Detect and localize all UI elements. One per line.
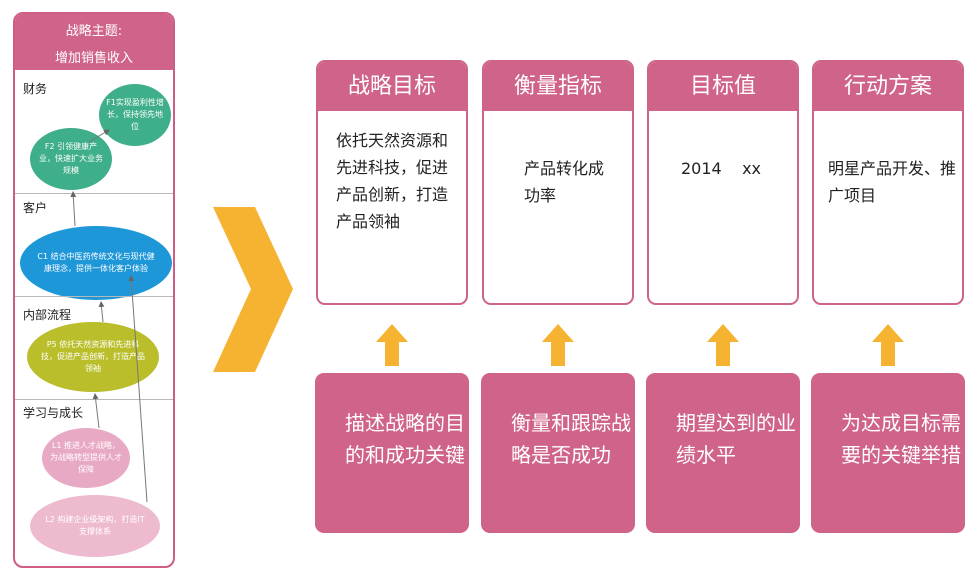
- arrow-l1-to-p5: [92, 393, 100, 429]
- arrow-f2-to-f1: [88, 129, 110, 143]
- section-customer-label: 客户: [23, 201, 48, 215]
- up-arrow-icon: [707, 324, 739, 366]
- up-arrow-icon: [872, 324, 904, 366]
- arrow-p5-to-c1: [98, 301, 105, 323]
- goal-c1: C1 结合中医药传统文化与现代健康理念，提供一体化客户体验: [20, 226, 172, 300]
- column-content: 2014 xx: [681, 159, 761, 178]
- up-arrow-icon: [542, 324, 574, 366]
- section-finance-label: 财务: [23, 82, 48, 96]
- column-measure: 衡量指标 产品转化成功率: [482, 60, 634, 305]
- goal-f2: F2 引领健康产业，快速扩大业务规模: [30, 128, 112, 190]
- strategy-map: 战略主题: 增加销售收入 财务 F1实现盈利性增长，保持领先地位 F2 引领健康…: [13, 12, 175, 568]
- section-finance: 财务: [15, 70, 173, 206]
- description-action-plan: 为达成目标需要的关键举措: [811, 373, 965, 533]
- arrow-l2-to-c1: [128, 275, 148, 503]
- column-strategic-objective: 战略目标 依托天然资源和先进科技，促进产品创新，打造产品领袖: [316, 60, 468, 305]
- goal-c1-text: C1 结合中医药传统文化与现代健康理念，提供一体化客户体验: [37, 252, 155, 273]
- column-header: 衡量指标: [484, 62, 632, 111]
- goal-f1: F1实现盈利性增长，保持领先地位: [99, 84, 171, 146]
- column-header: 目标值: [649, 62, 797, 111]
- goal-p5-text: P5 依托天然资源和先进科技，促进产品创新，打造产品领袖: [41, 340, 145, 373]
- column-content: 产品转化成功率: [524, 159, 605, 205]
- section-learning-growth-label: 学习与成长: [23, 406, 84, 420]
- strategy-theme-title: 战略主题:: [65, 24, 123, 39]
- goal-l1-text: L1 推进人才战略，为战略转型提供人才保障: [50, 441, 122, 474]
- section-learning-growth: 学习与成长: [15, 399, 173, 566]
- arrow-c1-to-f2: [70, 191, 77, 227]
- description-target: 期望达到的业绩水平: [646, 373, 800, 533]
- goal-l2: L2 构建企业级架构，打造IT支撑体系: [30, 495, 160, 557]
- goal-l2-text: L2 构建企业级架构，打造IT支撑体系: [45, 515, 145, 536]
- goal-f2-text: F2 引领健康产业，快速扩大业务规模: [39, 142, 103, 175]
- column-content: 明星产品开发、推广项目: [828, 159, 957, 205]
- strategy-theme-header: 战略主题: 增加销售收入: [15, 14, 173, 70]
- column-action-plan: 行动方案 明星产品开发、推广项目: [812, 60, 964, 305]
- section-customer: 客户: [15, 193, 173, 297]
- up-arrow-icon: [376, 324, 408, 366]
- causal-arrows: [70, 129, 148, 503]
- strategy-theme-subtitle: 增加销售收入: [54, 51, 133, 66]
- right-arrow-icon: [213, 207, 293, 372]
- column-header: 行动方案: [814, 62, 962, 111]
- column-content: 依托天然资源和先进科技，促进产品创新，打造产品领袖: [336, 131, 449, 231]
- goal-f1-text: F1实现盈利性增长，保持领先地位: [106, 98, 164, 131]
- column-target: 目标值 2014 xx: [647, 60, 799, 305]
- column-header: 战略目标: [318, 62, 466, 111]
- description-strategic-objective: 描述战略的目的和成功关键: [315, 373, 469, 533]
- section-internal-process: 内部流程: [15, 296, 173, 400]
- section-internal-process-label: 内部流程: [23, 308, 72, 322]
- goal-l1: L1 推进人才战略，为战略转型提供人才保障: [42, 428, 130, 488]
- description-measure: 衡量和跟踪战略是否成功: [481, 373, 635, 533]
